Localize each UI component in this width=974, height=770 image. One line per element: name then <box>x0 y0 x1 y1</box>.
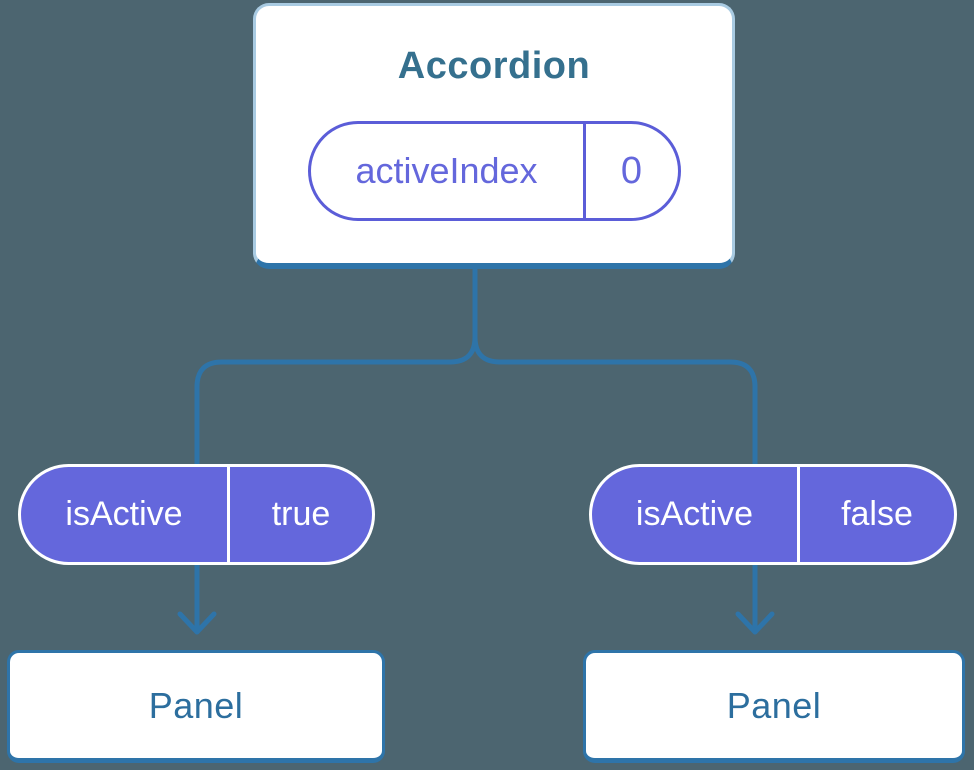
connector-right-branch <box>472 334 758 633</box>
panel-node-label: Panel <box>148 684 244 726</box>
accordion-node: Accordion activeIndex 0 <box>253 3 735 269</box>
panel-node-label: Panel <box>726 684 822 726</box>
prop-pill-label: isActive <box>21 467 230 562</box>
prop-pill-label: isActive <box>592 467 800 562</box>
prop-pill-isactive-true: isActive true <box>18 464 375 565</box>
panel-node-right: Panel <box>583 650 965 763</box>
prop-pill-value: true <box>271 495 331 533</box>
state-pill-activeindex: activeIndex 0 <box>307 121 681 221</box>
panel-node-left: Panel <box>7 650 385 763</box>
prop-pill-value: false <box>841 495 913 533</box>
accordion-node-title: Accordion <box>397 45 591 87</box>
connector-stem-left-branch <box>194 267 478 633</box>
arrowhead-left-icon <box>177 611 217 635</box>
state-pill-label: activeIndex <box>311 124 586 218</box>
prop-pill-isactive-false: isActive false <box>589 464 957 565</box>
arrowhead-right-icon <box>735 611 775 635</box>
state-pill-value: 0 <box>620 149 643 192</box>
